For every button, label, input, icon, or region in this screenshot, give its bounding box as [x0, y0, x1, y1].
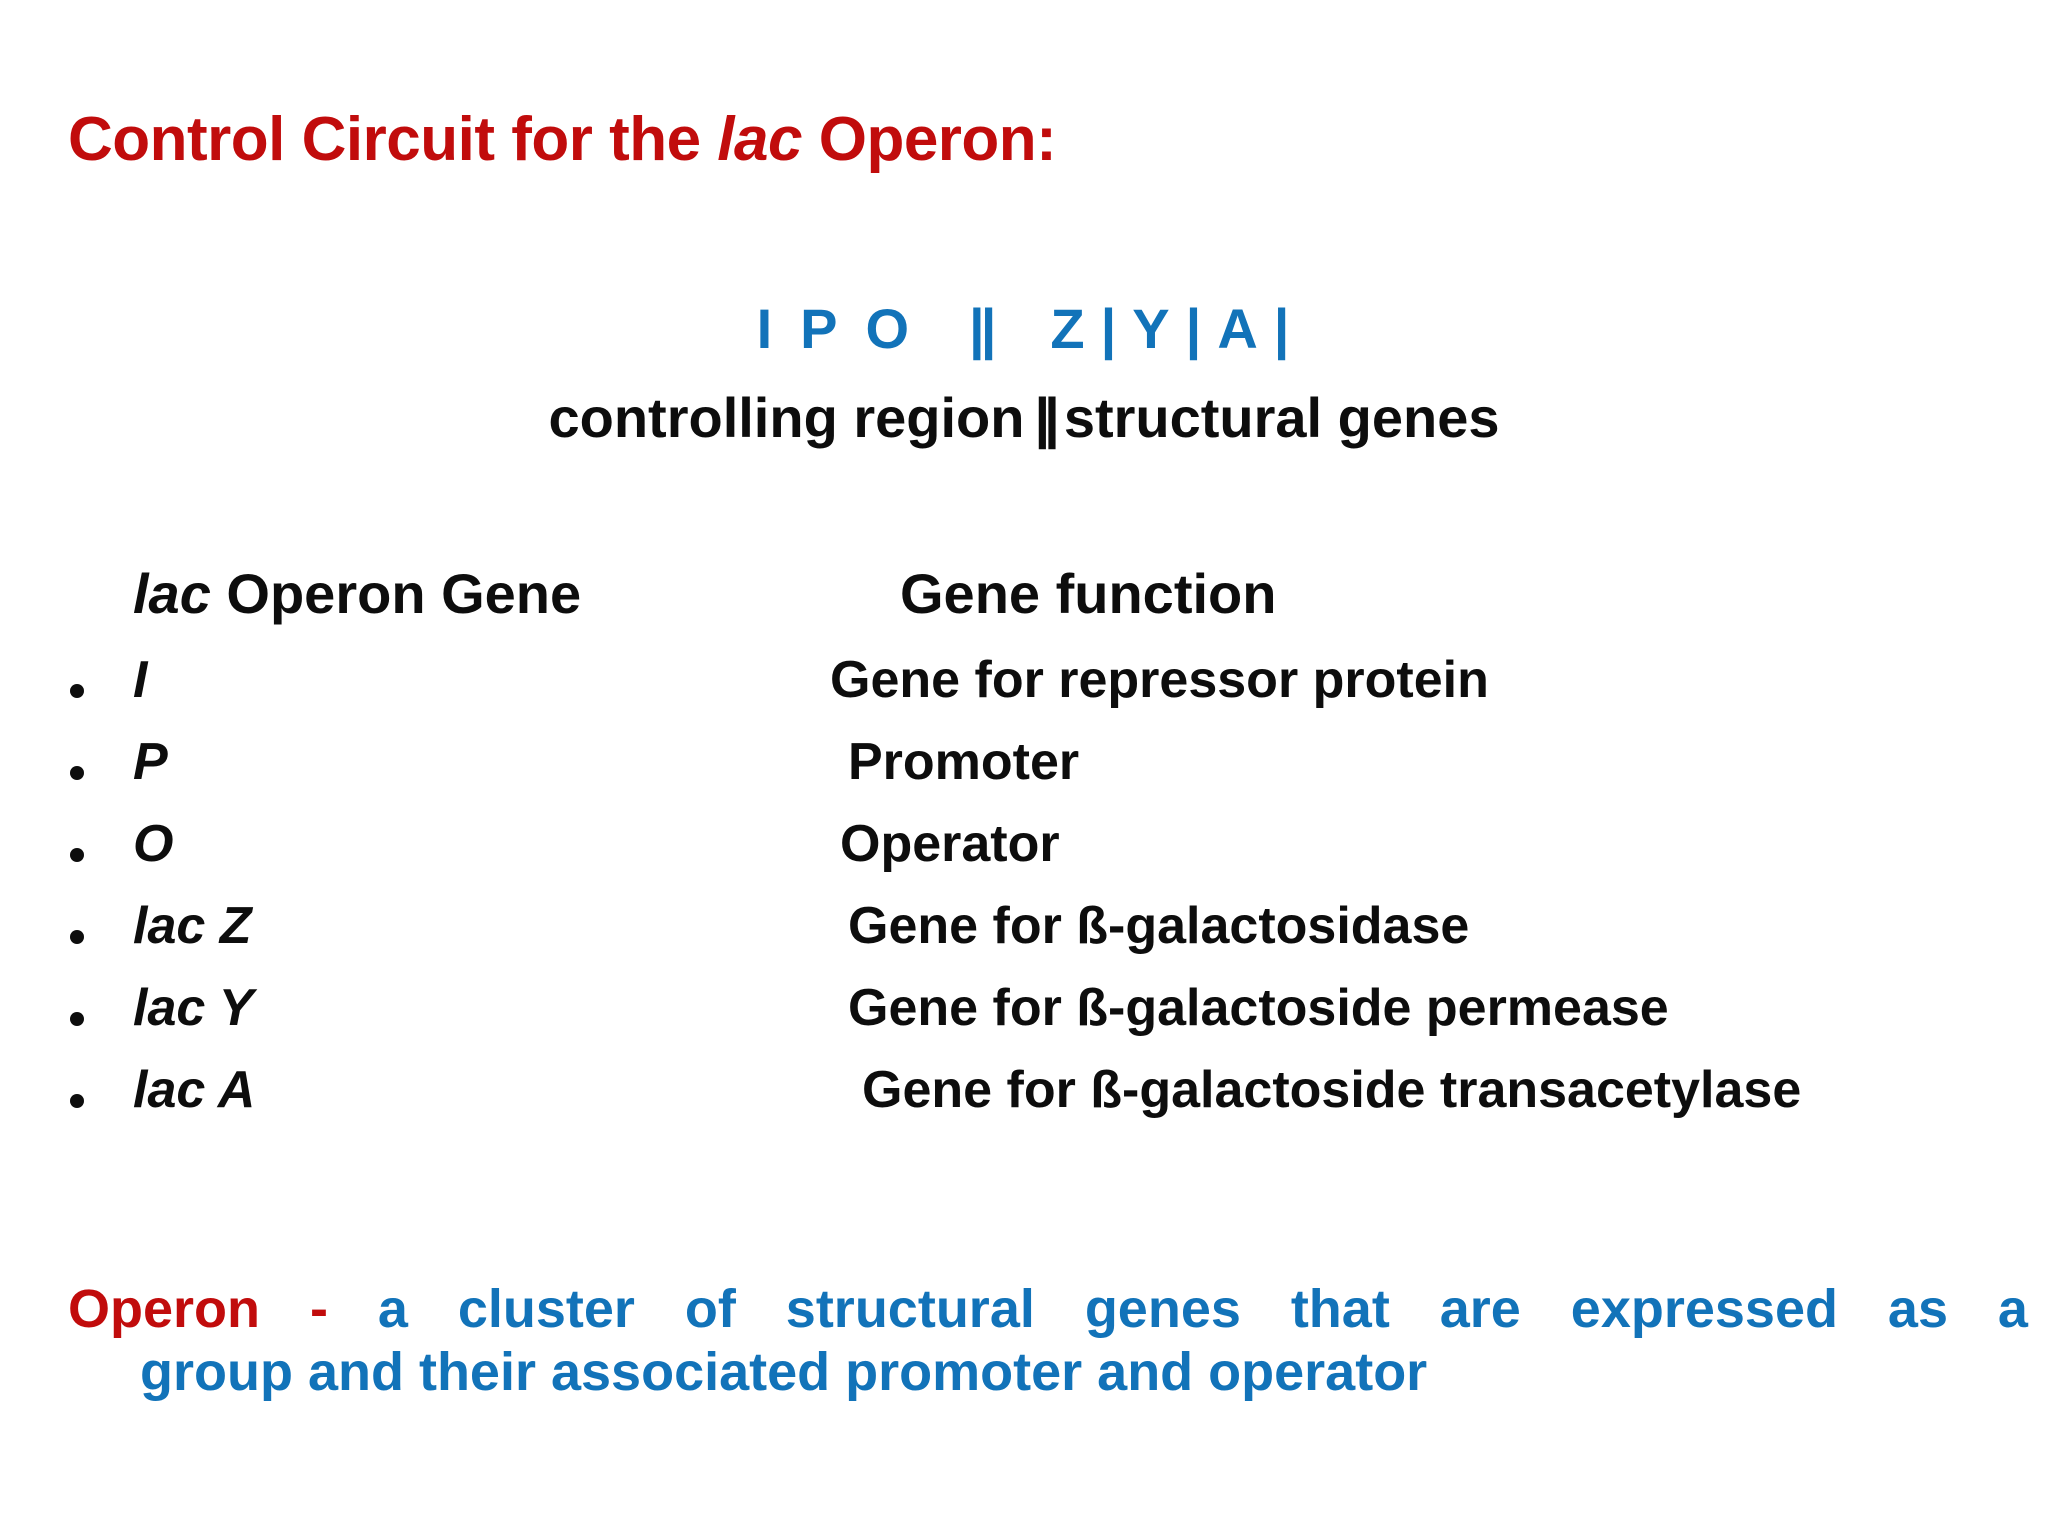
- gene-name-cell: O: [133, 815, 174, 873]
- gene-map-O: O: [865, 297, 912, 360]
- table-row: lac Y Gene for ß-galactoside permease: [0, 978, 2048, 1060]
- bullet-icon: [70, 684, 84, 698]
- table-row: lac Z Gene for ß-galactosidase: [0, 896, 2048, 978]
- gene-map-I: I: [756, 297, 775, 360]
- gene-function-cell: Gene for ß-galactosidase: [848, 897, 1470, 955]
- definition-term: Operon: [68, 1279, 261, 1339]
- table-header-row: lac Operon Gene Gene function: [0, 561, 2048, 641]
- column-header-gene-rest: Operon Gene: [210, 562, 582, 625]
- column-header-gene: lac Operon Gene: [133, 561, 581, 626]
- column-header-gene-italic: lac: [133, 562, 211, 625]
- gene-map-Z: Z: [1050, 297, 1087, 360]
- definition-word-7: expressed: [1570, 1279, 1838, 1339]
- table-row: P Promoter: [0, 732, 2048, 814]
- gene-name-cell: I: [133, 651, 148, 709]
- definition-word-8: as: [1887, 1279, 1948, 1339]
- controlling-region-label: controlling region: [548, 386, 1025, 449]
- bullet-icon: [70, 930, 84, 944]
- table-row: I Gene for repressor protein: [0, 650, 2048, 732]
- gene-name-cell: lac Y: [133, 979, 254, 1037]
- page-title: Control Circuit for the lac Operon:: [68, 104, 1057, 175]
- bullet-icon: [70, 766, 84, 780]
- gene-function-cell: Operator: [840, 815, 1060, 873]
- definition-word-1: cluster: [457, 1279, 635, 1339]
- region-caption-line: controlling region||structural genes: [0, 385, 2048, 450]
- definition-line-2: group and their associated promoter and …: [140, 1342, 1428, 1403]
- bullet-icon: [70, 848, 84, 862]
- definition-dash: -: [309, 1279, 328, 1339]
- table-row: O Operator: [0, 814, 2048, 896]
- definition-word-5: that: [1290, 1279, 1390, 1339]
- gene-function-cell: Gene for repressor protein: [830, 651, 1489, 709]
- definition-word-6: are: [1439, 1279, 1521, 1339]
- structural-genes-label: structural genes: [1063, 386, 1500, 449]
- title-text-after: Operon:: [802, 105, 1057, 174]
- bullet-icon: [70, 1012, 84, 1026]
- gene-map-bar-2: |: [1185, 297, 1204, 360]
- definition-word-0: a: [377, 1279, 408, 1339]
- gene-function-cell: Promoter: [848, 733, 1080, 791]
- gene-map-A: A: [1217, 297, 1260, 360]
- definition-word-4: genes: [1084, 1279, 1241, 1339]
- gene-map-bar-1: |: [1100, 297, 1119, 360]
- gene-map-Y: Y: [1132, 297, 1172, 360]
- gene-function-cell: Gene for ß-galactoside permease: [848, 979, 1669, 1037]
- table-row: lac A Gene for ß-galactoside transacetyla…: [0, 1060, 2048, 1142]
- gene-map-separator: ||: [969, 297, 996, 360]
- definition-word-9: a: [1997, 1279, 2028, 1339]
- definition-word-3: structural: [785, 1279, 1035, 1339]
- title-text-before: Control Circuit for the: [68, 105, 718, 174]
- title-text-italic: lac: [717, 105, 802, 174]
- gene-name-cell: P: [133, 733, 168, 791]
- region-separator: ||: [1034, 386, 1059, 449]
- gene-map-bar-3: |: [1273, 297, 1292, 360]
- definition-word-2: of: [684, 1279, 736, 1339]
- gene-name-cell: lac Z: [133, 897, 252, 955]
- bullet-icon: [70, 1094, 84, 1108]
- column-header-function: Gene function: [900, 562, 1277, 625]
- gene-map-P: P: [800, 297, 840, 360]
- gene-function-cell: Gene for ß-galactoside transacetylase: [862, 1061, 1802, 1119]
- gene-name-cell: lac A: [133, 1061, 256, 1119]
